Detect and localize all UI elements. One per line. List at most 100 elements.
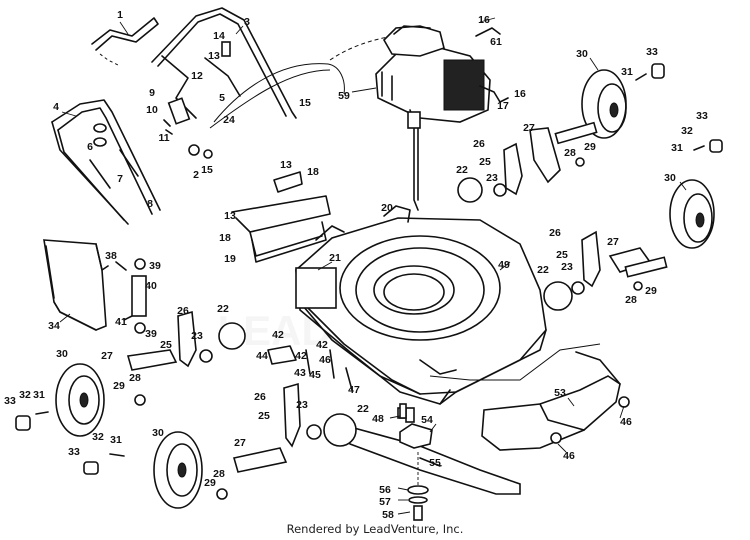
part-callout-3: 3: [244, 16, 250, 28]
part-callout-22: 22: [357, 403, 369, 415]
wheel-front-left: [55, 363, 105, 437]
part-callout-34: 34: [48, 320, 60, 332]
part-callout-39: 39: [149, 260, 161, 272]
part-callout-27: 27: [607, 236, 619, 248]
part-callout-14: 14: [213, 30, 225, 42]
part-callout-28: 28: [213, 468, 225, 480]
part-callout-46: 46: [563, 450, 575, 462]
part-callout-38: 38: [105, 250, 117, 262]
height-adjuster-left-lower: [216, 382, 357, 500]
part-callout-23: 23: [486, 172, 498, 184]
part-callout-31: 31: [33, 389, 45, 401]
part-callout-6: 6: [87, 141, 93, 153]
part-callout-18: 18: [219, 232, 231, 244]
part-callout-29: 29: [113, 380, 125, 392]
part-callout-23: 23: [561, 261, 573, 273]
deck-hardware: [267, 345, 630, 444]
part-callout-55: 55: [429, 457, 441, 469]
height-adjuster-right-lower: [543, 230, 668, 311]
engine: [375, 25, 509, 211]
part-callout-33: 33: [4, 395, 16, 407]
part-callout-56: 56: [379, 484, 391, 496]
wheel-rear-right: [669, 179, 715, 249]
part-callout-26: 26: [177, 305, 189, 317]
part-callout-15: 15: [299, 97, 311, 109]
part-callout-13: 13: [224, 210, 236, 222]
part-callout-46: 46: [620, 416, 632, 428]
part-callout-17: 17: [497, 100, 509, 112]
height-adjuster-right-upper: [457, 121, 598, 203]
height-adjuster-left-upper: [126, 310, 246, 406]
part-callout-25: 25: [479, 156, 491, 168]
part-callout-4: 4: [53, 101, 59, 113]
part-callout-12: 12: [191, 70, 203, 82]
part-callout-27: 27: [101, 350, 113, 362]
part-callout-30: 30: [152, 427, 164, 439]
part-callout-20: 20: [381, 202, 393, 214]
part-callout-31: 31: [621, 66, 633, 78]
part-callout-29: 29: [584, 141, 596, 153]
part-callout-13: 13: [208, 50, 220, 62]
part-callout-32: 32: [92, 431, 104, 443]
part-callout-61: 61: [490, 36, 502, 48]
part-callout-42: 42: [316, 339, 328, 351]
part-callout-49: 49: [498, 259, 510, 271]
wheel-hardware: [15, 63, 723, 475]
part-callout-46: 46: [319, 354, 331, 366]
part-callout-22: 22: [456, 164, 468, 176]
part-callout-29: 29: [204, 477, 216, 489]
deflector-bracket: [231, 171, 331, 263]
mower-deck: [295, 205, 547, 405]
part-callout-27: 27: [234, 437, 246, 449]
part-callout-23: 23: [191, 330, 203, 342]
discharge-chute: [429, 343, 621, 451]
part-callout-2: 2: [193, 169, 199, 181]
part-callout-33: 33: [696, 110, 708, 122]
part-callout-5: 5: [219, 92, 225, 104]
part-callout-26: 26: [549, 227, 561, 239]
part-callout-30: 30: [576, 48, 588, 60]
wheel-front-left-lower: [153, 431, 203, 509]
part-callout-45: 45: [309, 369, 321, 381]
part-callout-13: 13: [280, 159, 292, 171]
height-adjust-bracket-rear: [115, 258, 147, 334]
part-callout-32: 32: [19, 389, 31, 401]
part-callout-31: 31: [671, 142, 683, 154]
part-callout-42: 42: [295, 350, 307, 362]
part-callout-25: 25: [258, 410, 270, 422]
part-callout-53: 53: [554, 387, 566, 399]
lower-handle: [51, 99, 161, 225]
part-callout-22: 22: [217, 303, 229, 315]
part-callout-28: 28: [129, 372, 141, 384]
part-callout-40: 40: [145, 280, 157, 292]
part-callout-57: 57: [379, 496, 391, 508]
part-callout-7: 7: [117, 173, 123, 185]
part-callout-43: 43: [294, 367, 306, 379]
part-callout-21: 21: [329, 252, 341, 264]
part-callout-19: 19: [224, 253, 236, 265]
footer-credit: Rendered by LeadVenture, Inc.: [286, 522, 464, 536]
part-callout-9: 9: [149, 87, 155, 99]
upper-handle: [151, 7, 297, 119]
part-callout-25: 25: [556, 249, 568, 261]
part-callout-42: 42: [272, 329, 284, 341]
rear-flap: [43, 239, 109, 331]
part-callout-39: 39: [145, 328, 157, 340]
leader-lines: [59, 17, 687, 515]
part-callout-11: 11: [158, 132, 169, 144]
part-callout-28: 28: [625, 294, 637, 306]
part-callout-22: 22: [537, 264, 549, 276]
part-callout-33: 33: [68, 446, 80, 458]
part-callout-10: 10: [146, 104, 158, 116]
part-callout-1: 1: [117, 9, 123, 21]
part-callout-31: 31: [110, 434, 122, 446]
part-callout-59: 59: [338, 90, 350, 102]
part-callout-26: 26: [254, 391, 266, 403]
part-callout-18: 18: [307, 166, 319, 178]
part-callout-26: 26: [473, 138, 485, 150]
part-callout-33: 33: [646, 46, 658, 58]
part-callout-16: 16: [514, 88, 526, 100]
